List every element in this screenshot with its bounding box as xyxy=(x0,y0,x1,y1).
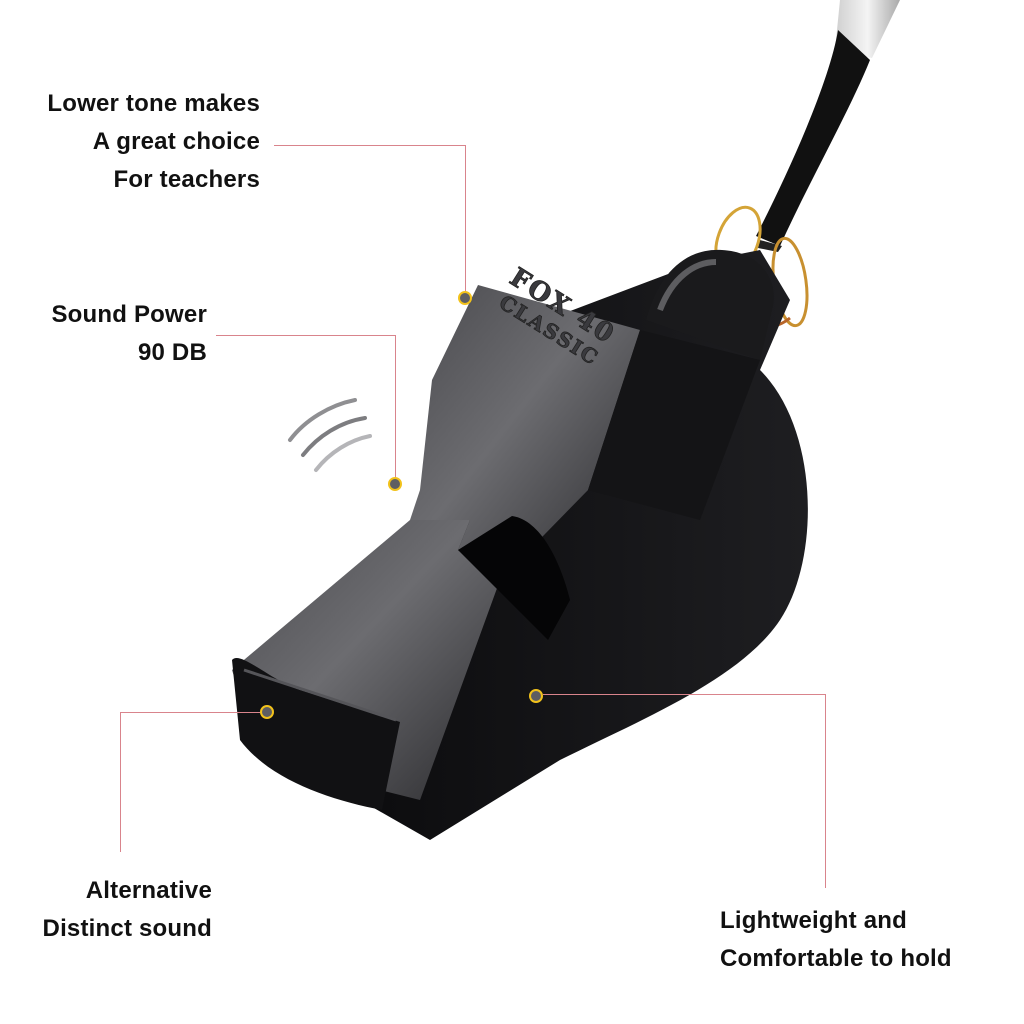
callout-dot xyxy=(458,291,472,305)
callout-line: A great choice xyxy=(92,128,260,155)
whistle-body xyxy=(232,249,808,840)
callout-alternative-sound: Alternative Distinct sound xyxy=(0,872,212,948)
callout-line: Comfortable to hold xyxy=(720,945,952,972)
leader-line xyxy=(543,694,825,695)
callout-line: Lower tone makes xyxy=(47,90,260,117)
callout-lower-tone: Lower tone makes A great choice For teac… xyxy=(0,85,260,199)
callout-sound-power: Sound Power 90 DB xyxy=(0,296,207,372)
lanyard-cord xyxy=(756,30,870,252)
callout-lightweight: Lightweight and Comfortable to hold xyxy=(720,902,1020,978)
leader-line xyxy=(120,712,262,713)
leader-line xyxy=(120,712,121,852)
leader-line xyxy=(216,335,395,336)
callout-line: Sound Power xyxy=(51,301,207,328)
leader-line xyxy=(465,145,466,297)
callout-line: 90 DB xyxy=(137,339,207,366)
callout-line: For teachers xyxy=(113,166,260,193)
callout-dot xyxy=(388,477,402,491)
leader-line xyxy=(825,694,826,888)
leader-line xyxy=(395,335,396,483)
sound-waves-icon xyxy=(288,398,372,472)
callout-line: Alternative xyxy=(85,877,212,904)
leader-line xyxy=(274,145,465,146)
callout-line: Lightweight and xyxy=(720,907,907,934)
callout-dot xyxy=(260,705,274,719)
callout-dot xyxy=(529,689,543,703)
callout-line: Distinct sound xyxy=(42,915,212,942)
